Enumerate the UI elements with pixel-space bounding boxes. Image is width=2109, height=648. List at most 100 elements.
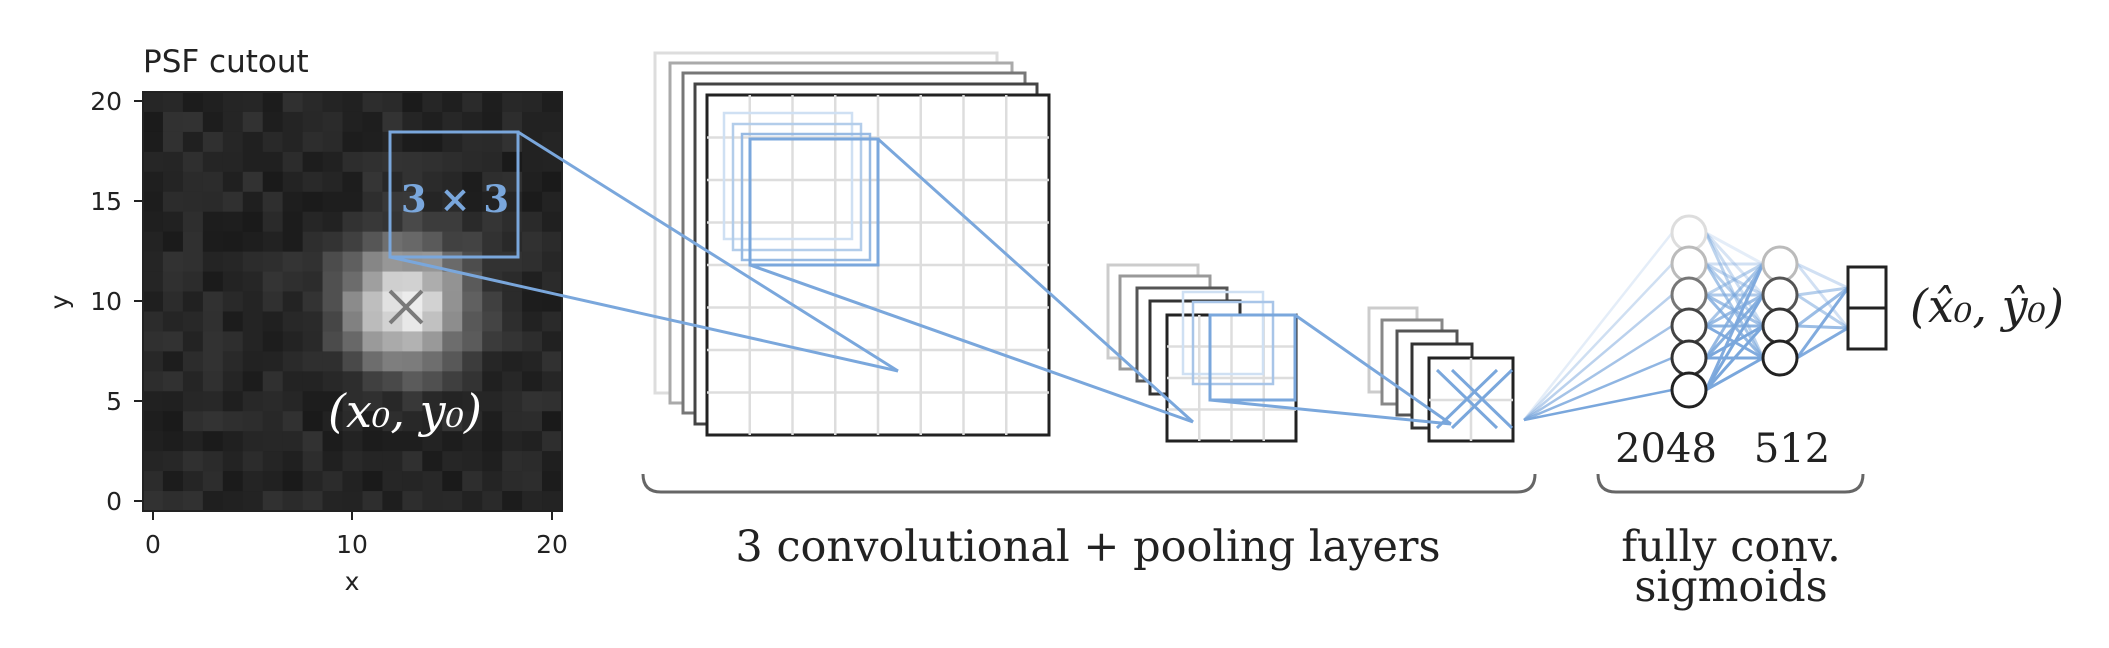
psf-pixel — [202, 171, 224, 193]
psf-pixel — [522, 171, 543, 193]
psf-pixel — [442, 271, 463, 293]
psf-pixel — [162, 371, 184, 392]
psf-pixel — [282, 211, 304, 233]
psf-pixel — [382, 92, 403, 113]
psf-pixel — [222, 311, 244, 333]
psf-pixel — [482, 311, 503, 333]
psf-pixel — [362, 351, 384, 372]
kernel-window — [731, 122, 863, 252]
psf-pixel — [522, 351, 543, 372]
psf-pixel — [162, 471, 184, 492]
psf-pixel — [542, 131, 563, 153]
psf-pixel — [402, 171, 423, 193]
psf-pixel — [143, 331, 164, 352]
psf-pixel — [442, 351, 463, 372]
psf-pixel — [282, 491, 304, 512]
psf-pixel — [302, 251, 324, 273]
neuron-2048 — [1670, 371, 1708, 409]
psf-pixel — [182, 171, 204, 193]
psf-pixel — [242, 391, 264, 412]
psf-pixel — [482, 431, 503, 452]
psf-pixel — [342, 291, 364, 313]
psf-pixel — [262, 291, 284, 313]
psf-pixel — [322, 211, 344, 233]
kernel-label: 3 × 3 — [401, 177, 509, 221]
psf-pixel — [322, 111, 344, 133]
psf-pixel — [522, 92, 543, 113]
psf-pixel — [162, 491, 184, 512]
psf-pixel — [422, 111, 443, 133]
psf-pixel — [342, 431, 364, 452]
psf-pixel — [442, 291, 463, 313]
fc-edge — [1523, 388, 1673, 422]
psf-pixel — [202, 391, 224, 412]
psf-pixel — [242, 491, 264, 512]
psf-pixel — [382, 331, 403, 352]
feature-map-grid — [1429, 358, 1513, 441]
psf-pixel — [302, 131, 324, 153]
psf-pixel — [242, 291, 264, 313]
psf-pixel — [522, 371, 543, 392]
psf-pixel — [342, 271, 364, 293]
conv-layer-2 — [1106, 263, 1298, 443]
psf-pixel — [242, 231, 264, 253]
fc-edge — [1523, 294, 1673, 421]
fc-edge — [1523, 324, 1673, 422]
psf-pixel — [342, 411, 364, 432]
fc-bracket — [1596, 473, 1865, 494]
psf-pixel — [242, 411, 264, 432]
psf-pixel — [242, 331, 264, 352]
psf-pixel — [282, 191, 304, 213]
psf-pixel — [482, 251, 503, 273]
kernel-window — [722, 111, 854, 241]
psf-pixel — [342, 491, 364, 512]
psf-pixel — [182, 311, 204, 333]
psf-pixel — [502, 391, 523, 412]
psf-pixel — [402, 411, 423, 432]
psf-pixel — [143, 491, 164, 512]
output-label: (x̂₀, ŷ₀) — [1910, 279, 2064, 333]
neuron-2048 — [1670, 339, 1708, 377]
psf-pixel — [242, 311, 264, 333]
psf-pixel — [202, 351, 224, 372]
psf-pixel — [462, 251, 483, 273]
psf-pixel — [282, 92, 304, 113]
psf-pixel — [462, 331, 483, 352]
psf-pixel — [143, 151, 164, 173]
psf-pixel — [482, 351, 503, 372]
psf-pixel — [162, 92, 184, 113]
psf-pixel — [143, 411, 164, 432]
psf-pixel — [402, 471, 423, 492]
psf-pixel — [262, 391, 284, 412]
psf-pixel — [422, 411, 443, 432]
psf-pixel — [162, 271, 184, 293]
psf-pixel — [143, 451, 164, 472]
psf-pixel — [362, 211, 384, 233]
psf-pixel — [162, 191, 184, 213]
psf-pixel — [382, 131, 403, 153]
psf-pixel — [282, 411, 304, 432]
psf-pixel — [522, 471, 543, 492]
psf-pixel — [362, 491, 384, 512]
psf-pixel — [422, 491, 443, 512]
psf-image — [143, 92, 563, 512]
psf-pixel — [182, 271, 204, 293]
psf-pixel — [442, 451, 463, 472]
psf-pixel — [282, 451, 304, 472]
psf-pixel — [342, 391, 364, 412]
psf-pixel — [322, 151, 344, 173]
psf-pixel — [242, 211, 264, 233]
psf-pixel — [462, 231, 483, 253]
psf-pixel — [242, 271, 264, 293]
fc-neurons — [1670, 214, 1799, 409]
psf-pixel — [482, 411, 503, 432]
psf-pixel — [342, 251, 364, 273]
psf-pixel — [342, 351, 364, 372]
psf-pixel — [422, 311, 443, 333]
receptive-field-connections — [389, 130, 1452, 426]
psf-pixel — [242, 431, 264, 452]
psf-pixel — [382, 151, 403, 173]
psf-pixel — [362, 291, 384, 313]
psf-pixel — [162, 171, 184, 193]
